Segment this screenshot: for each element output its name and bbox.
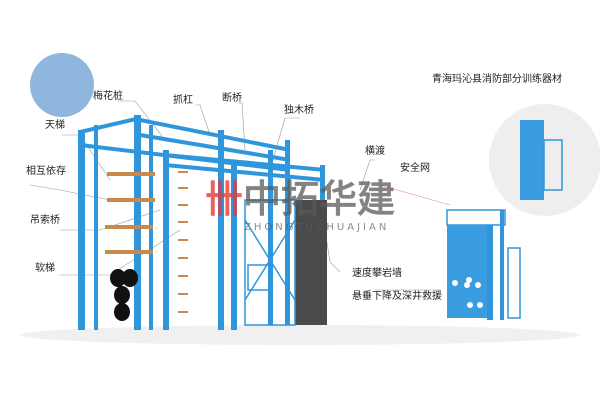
label-meihuazhuang: 梅花桩	[93, 91, 123, 102]
watermark-text: ZHONGTUOHUAJIAN	[244, 222, 390, 233]
watermark-logo: 卌中拓华建	[205, 177, 396, 221]
inset-photo-balance	[30, 53, 94, 117]
label-ruanti: 软梯	[35, 263, 55, 274]
climbing-tower	[295, 200, 327, 325]
rescue-wall	[446, 209, 521, 320]
tires	[110, 269, 138, 321]
rope-ladder	[178, 171, 188, 313]
label-diaosuoqiao: 吊索桥	[30, 215, 60, 226]
label-hengdu: 横渡	[365, 146, 385, 157]
label-duanqiao: 断桥	[222, 93, 242, 104]
wooden-rungs	[105, 172, 155, 254]
frame-beams	[79, 116, 326, 182]
label-dumuqiao: 独木桥	[284, 105, 314, 116]
label-anquanwang: 安全网	[400, 163, 430, 174]
page-title: 青海玛沁县消防部分训练器材	[432, 74, 562, 85]
label-tianti: 天梯	[45, 120, 65, 131]
label-xuanchui: 悬垂下降及深井救援	[352, 291, 442, 302]
label-speed-climbing-wall: 速度攀岩墙	[352, 268, 402, 279]
label-zhuagang: 抓杠	[173, 95, 193, 106]
label-xianghuyicun: 相互依存	[26, 166, 66, 177]
